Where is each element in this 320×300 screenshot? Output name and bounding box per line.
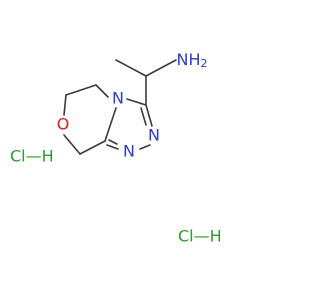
bond-c6-o (63, 94, 67, 116)
bond-c8-c8a (79, 140, 106, 155)
bond-lines (63, 59, 177, 155)
bond-c3-n2-double (140, 107, 147, 126)
chemical-structure: NH2 N N N O Cl—H Cl—H (10, 50, 222, 246)
ring-nitrogen-1-label: N (123, 142, 135, 161)
ring-nitrogen-2-label: N (148, 126, 160, 145)
ring-oxygen-label: O (57, 115, 70, 134)
bond-c5-c6 (65, 84, 97, 96)
bond-c3-n2 (145, 104, 153, 127)
bond-ch-nh2 (145, 59, 177, 77)
bond-methyl-ch (115, 59, 147, 77)
bond-n4-c5 (95, 84, 109, 98)
amine-h-text: H (188, 50, 200, 69)
ring-nitrogen-4-label: N (112, 89, 124, 108)
bond-n1-c8a-double (108, 139, 118, 145)
hydrochloride-label-2: Cl—H (178, 227, 222, 246)
bond-c8a-n4 (104, 107, 117, 142)
bond-c3-n4 (126, 98, 147, 106)
amine-n-text: N (177, 50, 189, 69)
amine-group-label: NH2 (177, 50, 208, 71)
bond-n2-n1 (139, 144, 151, 150)
hydrochloride-label-1: Cl—H (10, 147, 54, 166)
bond-o-c8 (63, 134, 81, 155)
amine-subscript: 2 (201, 57, 208, 70)
bond-n1-c8a (106, 144, 119, 150)
